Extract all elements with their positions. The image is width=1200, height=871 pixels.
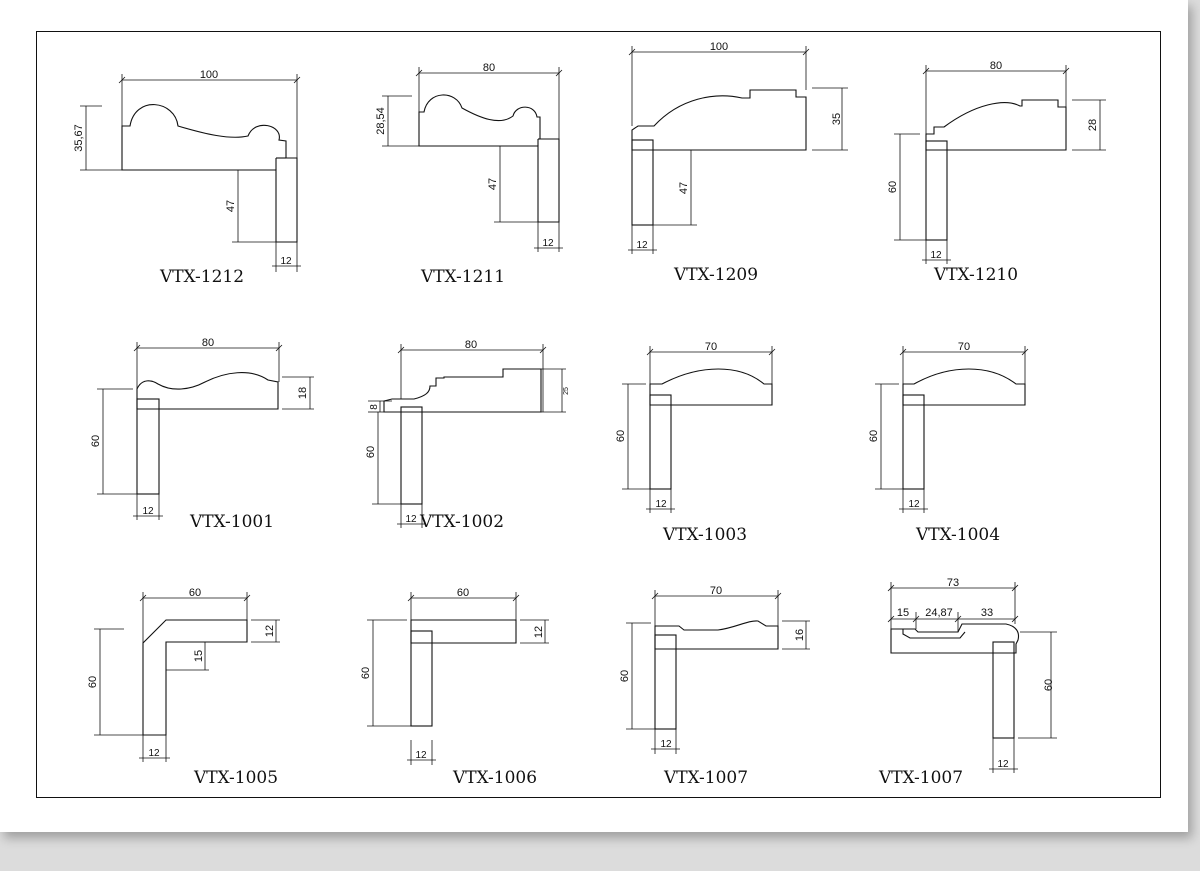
dim-height: 12 [264,625,276,637]
dim-width: 80 [202,337,214,349]
profile-vtx-1007-a: 70 16 60 12 VTX-1007 [619,585,810,788]
profile-vtx-1004: 70 60 12 VTX-1004 [868,341,1029,545]
profile-code: VTX-1211 [420,267,505,287]
profile-outline [383,368,542,413]
dim-height: 28,54 [375,107,387,135]
dim-width: 60 [457,587,469,599]
dim-height: 16 [794,629,806,641]
profile-vtx-1211: 80 28,54 47 12 VTX-1211 [375,62,563,287]
profile-code: VTX-1004 [915,525,1000,545]
dim-thick: 12 [542,238,554,249]
dim-thick: 12 [908,499,920,510]
profile-code: VTX-1212 [159,267,244,287]
dim-height: 25 [563,387,570,395]
dim-height: 18 [297,387,309,399]
dim-post: 60 [615,430,627,442]
profile-code: VTX-1005 [193,768,278,788]
dim-height: 35 [831,113,843,125]
dim-post: 47 [678,182,690,194]
dim-width: 100 [710,41,728,53]
dim-post: 60 [887,181,899,193]
profile-vtx-1209: 100 35 47 12 VTX-1209 [628,41,848,285]
dim-thick: 12 [415,750,427,761]
dim-post: 60 [868,430,880,442]
dim-width: 70 [705,341,717,353]
dim-thick: 12 [280,256,292,267]
profile-code: VTX-1210 [933,265,1018,285]
profile-outline [902,368,1026,406]
dim-inner: 15 [193,650,205,662]
profile-code: VTX-1001 [189,512,274,532]
dim-width: 73 [947,577,959,589]
dim-seg1: 15 [897,607,909,619]
dim-width: 60 [189,587,201,599]
profile-vtx-1210: 80 28 60 12 VTX-1210 [887,60,1106,285]
profile-vtx-1007-b: 73 15 24,87 33 60 12 VTX-1007 [878,577,1057,788]
profile-outline [890,623,1020,654]
profile-code: VTX-1003 [662,525,747,545]
dim-thick: 12 [930,250,942,261]
profile-outline [631,89,807,151]
profile-code: VTX-1007 [663,768,748,788]
dim-seg3: 33 [981,607,993,619]
profile-outline [925,99,1067,151]
dim-post: 60 [1043,679,1055,691]
dim-width: 80 [990,60,1002,72]
dim-post: 60 [619,670,631,682]
dim-thick: 12 [660,739,672,750]
dim-thick: 12 [655,499,667,510]
profile-vtx-1001: 80 18 60 12 VTX-1001 [90,337,314,532]
dim-thick: 12 [997,759,1009,770]
profile-vtx-1212: 100 35,67 47 12 VTX-1212 [73,69,301,287]
dim-seg2: 24,87 [925,607,953,619]
dim-width: 70 [710,585,722,597]
dim-thick: 12 [148,748,160,759]
dim-height: 35,67 [73,124,85,152]
profile-outline [418,94,560,223]
profile-vtx-1006: 60 12 60 12 VTX-1006 [360,587,549,788]
dim-post: 60 [90,435,102,447]
drawing-frame [36,31,1161,798]
profile-outline [121,104,298,243]
dim-height: 12 [533,626,545,638]
profile-outline [142,619,248,736]
profile-code: VTX-1002 [419,512,504,532]
dim-post: 60 [87,676,99,688]
dim-post: 60 [360,667,372,679]
dim-width: 80 [483,62,495,74]
profile-outline [136,372,279,410]
dim-thick: 12 [142,506,154,517]
profile-code: VTX-1209 [673,265,758,285]
dim-width: 80 [465,339,477,351]
profile-code: VTX-1006 [452,768,537,788]
dim-thick: 12 [636,240,648,251]
profile-vtx-1005: 60 12 15 60 12 VTX-1005 [87,587,280,788]
dim-width: 100 [200,69,218,81]
dim-post: 47 [225,200,237,212]
dim-post: 47 [487,178,499,190]
profile-vtx-1002: 80 25 8 60 12 VTX-1002 [365,339,570,532]
dim-thick: 12 [405,514,417,525]
profile-outline [654,620,779,650]
profile-outline [649,368,773,406]
dim-post: 60 [365,446,377,458]
dim-step: 8 [369,404,380,410]
profile-code: VTX-1007 [878,768,963,788]
drawing-sheet: 100 35,67 47 12 VTX-1212 [0,0,1188,832]
dim-width: 70 [958,341,970,353]
dim-height: 28 [1087,119,1099,131]
profile-vtx-1003: 70 60 12 VTX-1003 [615,341,776,545]
